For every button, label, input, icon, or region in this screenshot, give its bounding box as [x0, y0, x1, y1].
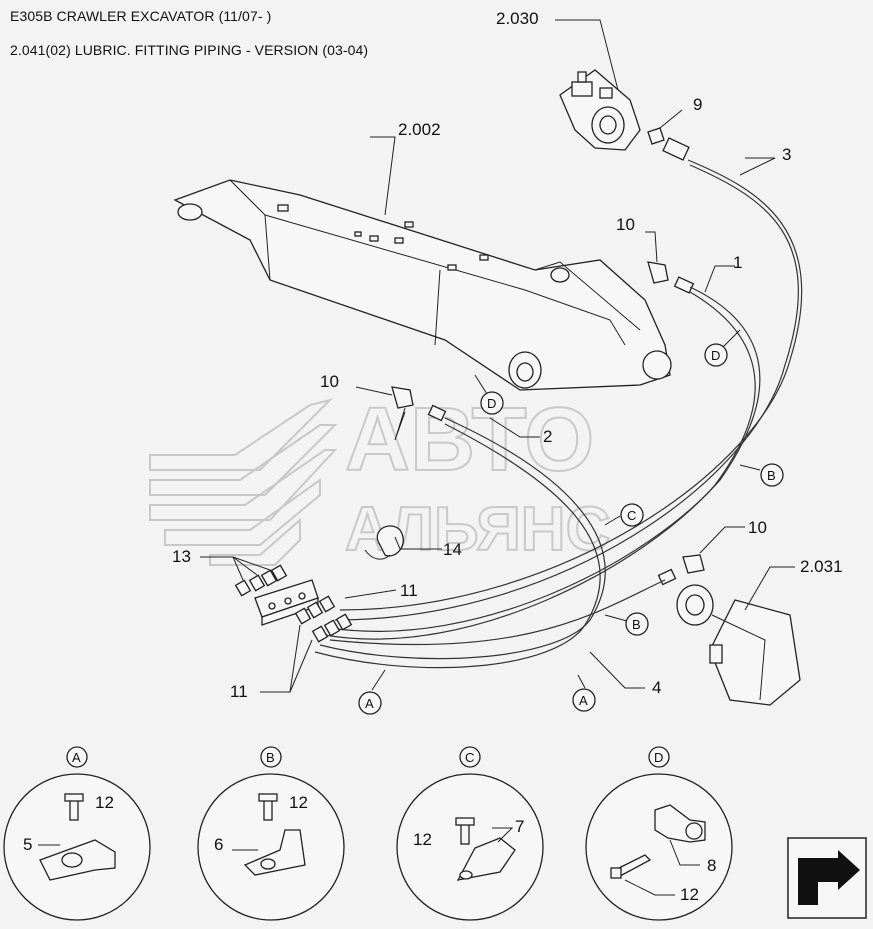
- svg-text:C: C: [465, 750, 474, 765]
- callout-11-upper: 11: [400, 581, 418, 600]
- svg-text:A: A: [579, 693, 588, 708]
- hose-end-fitting: [427, 137, 695, 586]
- callout-13: 13: [172, 547, 191, 566]
- svg-text:D: D: [487, 396, 496, 411]
- detail-c-part-label: 7: [515, 817, 524, 836]
- callout-2: 2: [543, 427, 552, 446]
- detail-view-b: B 12 6: [197, 746, 345, 921]
- detail-d-part-label: 8: [707, 856, 716, 875]
- detail-a-part-label: 5: [23, 835, 32, 854]
- connector-set-11: [294, 595, 353, 643]
- svg-text:B: B: [266, 750, 275, 765]
- svg-text:B: B: [767, 468, 776, 483]
- svg-text:D: D: [711, 348, 720, 363]
- section-mark-d-2: [480, 391, 504, 415]
- section-mark-a-2: [572, 688, 596, 712]
- svg-text:D: D: [654, 750, 663, 765]
- section-mark-b-1: [760, 463, 784, 487]
- connector-set-13: [234, 564, 288, 597]
- callout-4: 4: [652, 678, 661, 697]
- detail-view-c: C 7 12: [396, 746, 544, 921]
- callout-9: 9: [693, 95, 702, 114]
- callout-2031: 2.031: [800, 557, 843, 576]
- section-mark-c: [620, 503, 644, 527]
- detail-view-d: D 8 12: [585, 746, 733, 921]
- svg-text:C: C: [627, 508, 636, 523]
- fitting-9: [647, 127, 665, 145]
- svg-text:A: A: [365, 696, 374, 711]
- detail-d-bolt-label: 12: [680, 885, 699, 904]
- callout-10-upper: 10: [616, 215, 635, 234]
- section-mark-b-2: [625, 612, 649, 636]
- detail-view-a: A 12 5: [3, 746, 151, 921]
- fitting-10-left: [391, 386, 414, 409]
- fitting-10-upper: [647, 261, 669, 284]
- callout-2002: 2.002: [398, 120, 441, 139]
- detail-b-bolt-label: 12: [289, 793, 308, 812]
- fitting-10-right: [682, 554, 705, 574]
- watermark-line1: АВТО: [345, 390, 594, 490]
- callout-1: 1: [733, 253, 742, 272]
- hose-clip-14: [364, 525, 404, 560]
- callout-14: 14: [443, 540, 462, 559]
- callout-3: 3: [782, 145, 791, 164]
- svg-text:B: B: [632, 617, 641, 632]
- leader-lines: [200, 19, 795, 693]
- arm-assembly: [173, 179, 672, 391]
- detail-b-part-label: 6: [214, 835, 223, 854]
- boom-pin-assembly: [559, 69, 641, 151]
- diagram-title: E305B CRAWLER EXCAVATOR (11/07- ): [10, 8, 272, 24]
- section-mark-a-1: [358, 691, 382, 715]
- callout-10-left: 10: [320, 372, 339, 391]
- next-page-arrow-icon[interactable]: [787, 837, 867, 919]
- section-mark-d-1: [704, 343, 728, 367]
- brand-chevron-logo-icon: [149, 398, 338, 566]
- diagram-subtitle: 2.041(02) LUBRIC. FITTING PIPING - VERSI…: [10, 42, 369, 58]
- svg-text:A: A: [72, 750, 81, 765]
- cylinder-assembly: [676, 584, 801, 706]
- callout-11-lower: 11: [230, 682, 248, 701]
- hose-group: [314, 159, 803, 669]
- detail-a-bolt-label: 12: [95, 793, 114, 812]
- callout-2030: 2.030: [496, 9, 539, 28]
- callout-10-right: 10: [748, 518, 767, 537]
- section-marks: D D B C B A A: [358, 343, 784, 715]
- detail-c-bolt-label: 12: [413, 830, 432, 849]
